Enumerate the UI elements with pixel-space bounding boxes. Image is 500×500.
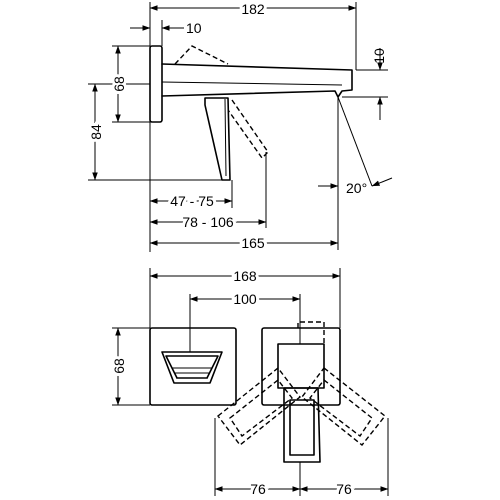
plan-view: 168 100 68 76 76 — [108, 265, 389, 500]
side-spout — [161, 63, 353, 98]
dim-plate-height-plan: 68 — [111, 358, 127, 374]
dim-wall-range-1: 47 - 75 — [170, 193, 214, 209]
dim-spout-angle: 20° — [346, 180, 367, 196]
dim-plate-thickness: 10 — [186, 20, 202, 36]
side-handle-dashed-lower — [227, 99, 269, 160]
side-spout-seam — [161, 81, 343, 86]
plan-handle-base — [277, 343, 325, 389]
dim-overall-length: 182 — [241, 1, 265, 17]
plan-handle-swing-right — [301, 367, 386, 446]
dim-swing-left: 76 — [250, 481, 266, 497]
plan-handle-plate — [261, 327, 341, 406]
dim-overall-width: 168 — [233, 268, 257, 284]
dim-swing-right: 76 — [336, 481, 352, 497]
side-handle-dashed-upper — [174, 45, 229, 65]
dim-plate-height-side: 68 — [111, 76, 127, 92]
plan-handle-lever — [283, 387, 321, 463]
dim-outlet-height: 84 — [88, 124, 104, 140]
plan-handle-swing-left — [217, 367, 301, 446]
dim-center-distance: 100 — [233, 291, 257, 307]
plan-spout-plate — [149, 327, 237, 406]
side-wall-plate — [149, 45, 163, 123]
dim-wall-range-2: 78 - 106 — [182, 214, 234, 230]
dim-spout-height: 10 — [371, 48, 387, 64]
side-view: 182 10 10 68 84 20° 47 - 75 78 - 106 165 — [85, 0, 393, 254]
dim-projection: 165 — [241, 235, 265, 251]
plan-spout-outlet — [161, 351, 223, 384]
